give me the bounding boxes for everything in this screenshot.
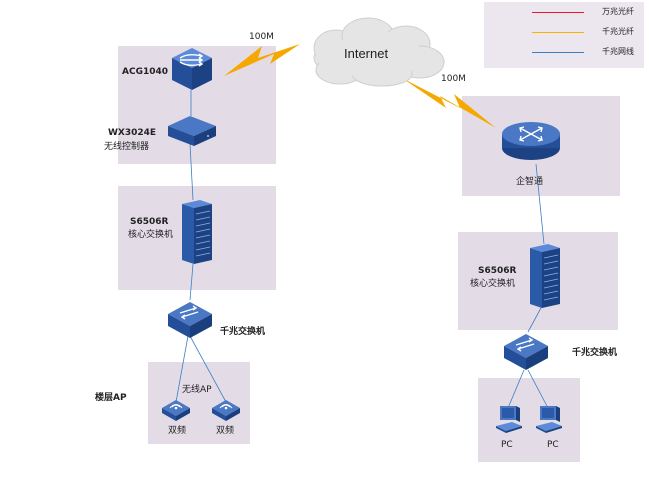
legend-line-10g-fiber xyxy=(532,12,584,13)
acg-label: ACG1040 xyxy=(122,67,169,77)
wire-switch-ap1 xyxy=(175,335,189,403)
ap2-label: 双频 xyxy=(216,426,235,436)
gig-switch-label-left: 千兆交换机 xyxy=(220,327,266,337)
pc1-label: PC xyxy=(501,440,513,450)
link-speed-right: 100M xyxy=(441,74,466,84)
ap1-label: 双频 xyxy=(168,426,187,436)
wire-switch-pc2 xyxy=(527,369,549,409)
core-label-right-line1: S6506R xyxy=(478,266,517,276)
wire-router-core xyxy=(535,163,545,245)
pc2-label: PC xyxy=(547,440,559,450)
panel-right-pc xyxy=(478,378,580,462)
access-point-icon-2 xyxy=(212,400,240,421)
floor-ap-label: 楼层AP xyxy=(95,393,127,403)
legend-row-1g-cable: 千兆网线 xyxy=(484,46,644,60)
wx-label-line1: WX3024E xyxy=(108,128,157,138)
legend-label-10g-fiber: 万兆光纤 xyxy=(602,7,634,16)
gigabit-switch-icon-left xyxy=(168,302,212,338)
router-label: 企智通 xyxy=(516,177,544,187)
wire-core-switch xyxy=(189,263,194,301)
link-speed-left: 100M xyxy=(249,32,274,42)
wire-wx-core xyxy=(189,143,194,201)
legend-row-10g-fiber: 万兆光纤 xyxy=(484,6,644,20)
legend: 万兆光纤 千兆光纤 千兆网线 xyxy=(484,2,644,68)
wire-core-switch-right xyxy=(527,305,543,333)
acg-firewall-icon xyxy=(172,48,212,90)
lightning-bolt-left xyxy=(224,44,300,76)
pc-icon-2 xyxy=(536,406,562,433)
panel-left-ap xyxy=(148,362,250,444)
core-switch-icon-right xyxy=(530,244,560,308)
legend-label-1g-fiber: 千兆光纤 xyxy=(602,27,634,36)
legend-line-1g-fiber xyxy=(532,32,584,33)
core-label-left-line1: S6506R xyxy=(130,217,169,227)
core-switch-icon-left xyxy=(182,200,212,264)
router-icon xyxy=(502,122,560,160)
wx-label-line2: 无线控制器 xyxy=(104,142,150,152)
pc-icon-1 xyxy=(496,406,522,433)
lightning-bolt-right xyxy=(402,78,496,128)
legend-label-1g-cable: 千兆网线 xyxy=(602,47,634,56)
gig-switch-label-right: 千兆交换机 xyxy=(572,348,618,358)
core-label-left-line2: 核心交换机 xyxy=(128,230,174,240)
core-label-right-line2: 核心交换机 xyxy=(470,279,516,289)
wireless-controller-icon xyxy=(168,116,216,146)
legend-row-1g-fiber: 千兆光纤 xyxy=(484,26,644,40)
wire-switch-ap2 xyxy=(189,335,227,403)
internet-label: Internet xyxy=(344,46,389,61)
legend-line-1g-cable xyxy=(532,52,584,53)
wireless-ap-label: 无线AP xyxy=(182,385,212,395)
gigabit-switch-icon-right xyxy=(504,334,548,370)
access-point-icon-1 xyxy=(162,400,190,421)
wire-switch-pc1 xyxy=(507,369,525,409)
